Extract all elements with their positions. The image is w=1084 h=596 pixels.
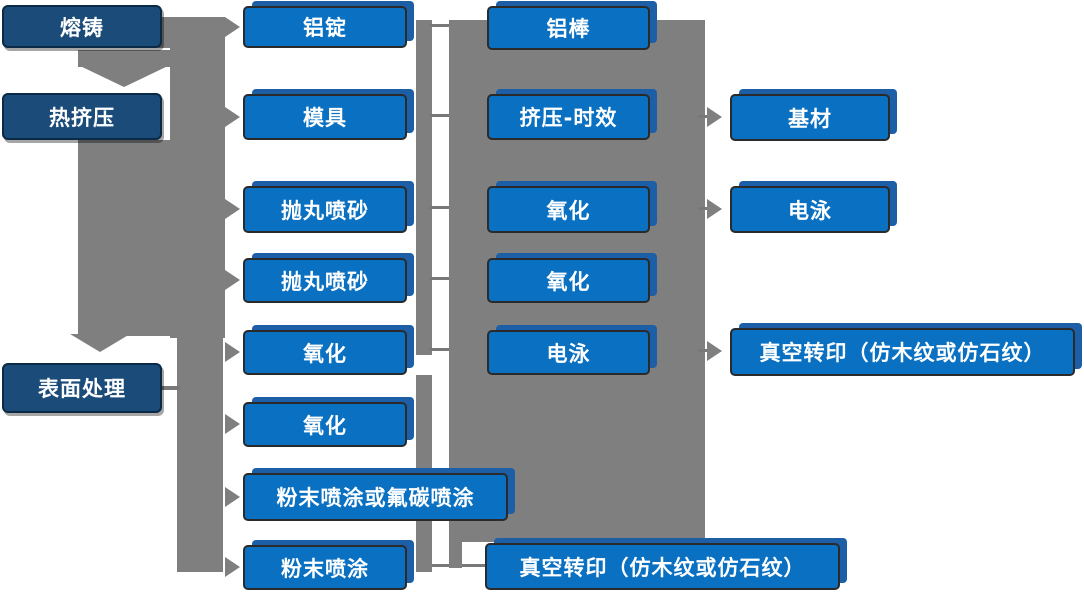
- connector-bus-link-row1: [429, 24, 449, 27]
- node-surface-treatment: 表面处理: [2, 363, 162, 413]
- connector-melt-down-band: [78, 50, 170, 67]
- node-melting-casting: 熔铸: [2, 5, 162, 48]
- arrowhead-down-to-surface-treatment: [70, 334, 130, 352]
- node-mold: 模具: [243, 94, 407, 140]
- connector-stub-to-electrophoresis: [698, 207, 708, 210]
- node-shot-blasting-2: 抛丸喷砂: [243, 258, 407, 303]
- connector-middle-bus-upper: [416, 20, 432, 355]
- node-oxidation-3: 氧化: [487, 186, 650, 233]
- node-hot-extrusion: 热挤压: [2, 93, 162, 140]
- arrowhead-to-oxidation-2: [225, 414, 240, 434]
- connector-left-spine: [170, 17, 225, 338]
- connector-left-block: [78, 140, 177, 336]
- arrowhead-to-base-material: [707, 107, 722, 127]
- connector-bus-link-row5: [429, 348, 449, 351]
- connector-left-lower-spine: [177, 338, 223, 572]
- node-aluminum-rod: 铝棒: [487, 6, 650, 50]
- node-vacuum-transfer-right: 真空转印（仿木纹或仿石纹）: [730, 328, 1075, 376]
- node-extrusion-aging: 挤压-时效: [487, 94, 650, 140]
- node-electrophoresis-1: 电泳: [487, 330, 650, 375]
- node-base-material: 基材: [730, 94, 890, 141]
- node-oxidation-4: 氧化: [487, 258, 650, 303]
- node-powder-coating: 粉末喷涂: [243, 545, 407, 590]
- node-oxidation-2: 氧化: [243, 402, 407, 447]
- node-aluminum-ingot: 铝锭: [243, 6, 407, 48]
- arrowhead-to-vacuum-transfer: [707, 341, 722, 361]
- connector-bus-link-row2: [429, 114, 449, 117]
- connector-surface-treatment-link: [162, 386, 180, 390]
- node-oxidation-1: 氧化: [243, 330, 407, 375]
- connector-stub-to-vacuum-transfer: [698, 349, 708, 352]
- connector-bus-link-row3: [429, 206, 449, 209]
- node-vacuum-transfer-bottom: 真空转印（仿木纹或仿石纹）: [485, 543, 840, 590]
- connector-stub-to-base-material: [698, 115, 708, 118]
- arrowhead-to-electrophoresis: [707, 199, 722, 219]
- arrowhead-to-powder-or-fluorocarbon: [225, 487, 240, 507]
- connector-bottom-stub: [449, 542, 462, 568]
- node-shot-blasting-1: 抛丸喷砂: [243, 186, 407, 233]
- arrowhead-to-aluminum-ingot: [225, 17, 240, 37]
- node-electrophoresis-2: 电泳: [730, 186, 890, 233]
- arrowhead-to-oxidation-1: [225, 342, 240, 362]
- arrowhead-to-shot-blasting-2: [225, 270, 240, 290]
- arrowhead-down-to-hot-extrusion: [78, 65, 170, 87]
- connector-bus-link-row4: [429, 277, 449, 280]
- node-powder-or-fluorocarbon-coating: 粉末喷涂或氟碳喷涂: [243, 473, 508, 521]
- arrowhead-to-shot-blasting-1: [225, 199, 240, 219]
- arrowhead-to-powder-coating: [225, 557, 240, 577]
- arrowhead-to-mold: [225, 107, 240, 127]
